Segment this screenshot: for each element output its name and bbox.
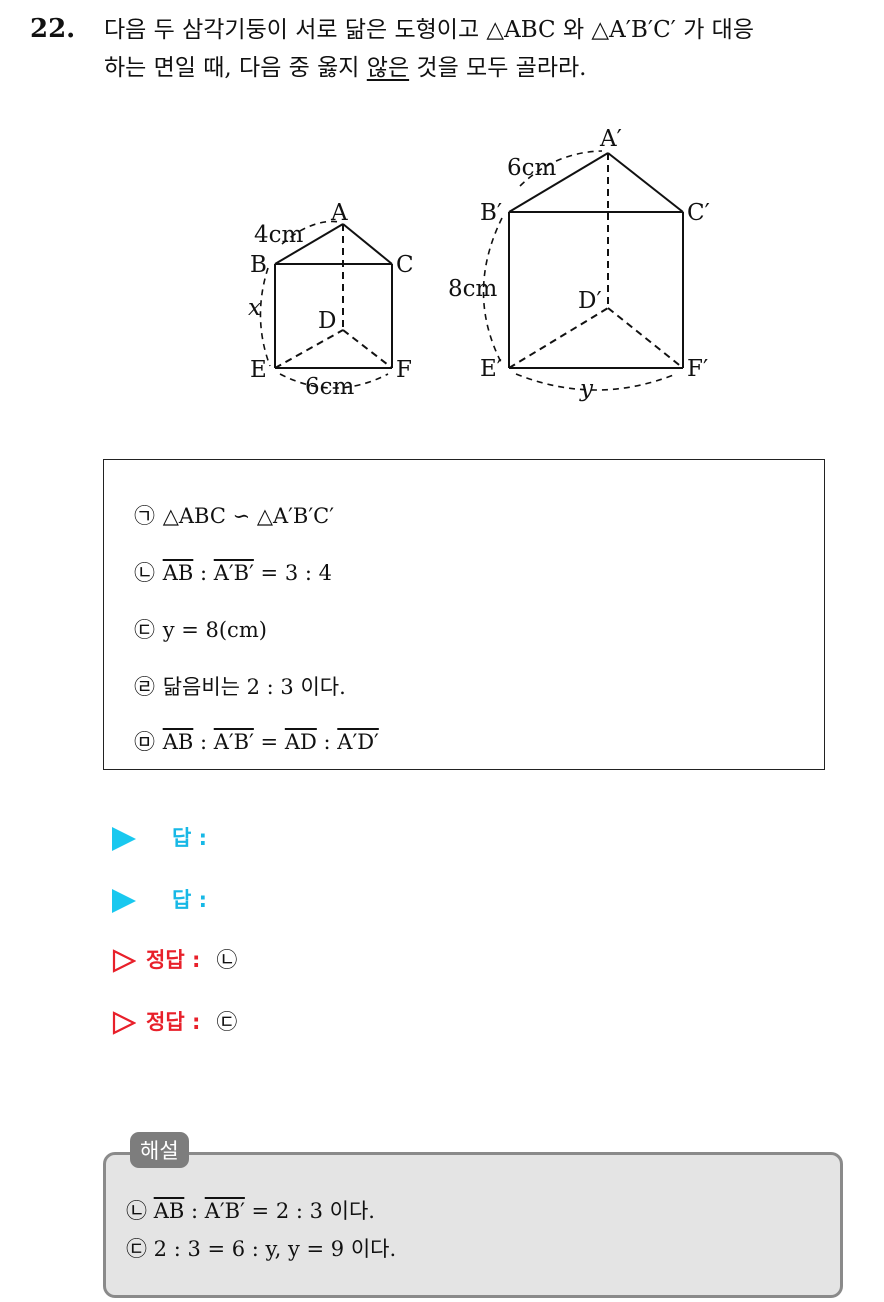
choice-text: = 3 : 4 [253, 561, 332, 585]
correct-answer-row-1: 정답 : ㉡ [112, 944, 237, 974]
outline-triangle-icon [112, 949, 136, 973]
choice-marker: ㉢ [134, 618, 155, 642]
correct-answer-label: 정답 : [146, 948, 201, 972]
vertex-label-c: C [396, 252, 414, 278]
question-text-part: 것을 모두 골라라. [409, 55, 587, 81]
correct-answer-value: ㉢ [216, 1010, 238, 1034]
segment-ab: AB [162, 561, 194, 585]
explanation-tag: 해설 [130, 1132, 189, 1168]
ratio-separator: : [184, 1199, 205, 1223]
explanation-text: = 2 : 3 이다. [244, 1199, 375, 1223]
vertex-label-d: D [318, 308, 336, 334]
explanation-marker: ㉡ [126, 1199, 147, 1223]
equals-sign: = [253, 730, 285, 754]
choice-text: y = 8(cm) [162, 618, 267, 642]
outline-triangle-icon [112, 1011, 136, 1035]
play-triangle-icon [112, 827, 136, 851]
vertex-label-e-prime: E′ [480, 356, 502, 382]
vertex-label-a: A [330, 200, 348, 226]
question-text-part: 하는 면일 때, 다음 중 옳지 [104, 55, 367, 81]
choice-3[interactable]: ㉢ y = 8(cm) [134, 614, 267, 644]
question-number: 22. [30, 14, 76, 44]
vertex-label-d-prime: D′ [578, 288, 602, 314]
ratio-separator: : [193, 561, 214, 585]
choice-text: 닮음비는 2 : 3 이다. [162, 675, 346, 699]
small-height-label: x [248, 295, 261, 321]
vertex-label-f: F [396, 357, 412, 383]
explanation-line-2: ㉢ 2 : 3 = 6 : y, y = 9 이다. [126, 1237, 397, 1261]
correct-answer-value: ㉡ [216, 948, 238, 972]
choice-text: △ABC ∽ △A′B′C′ [162, 504, 334, 528]
ratio-separator: : [193, 730, 214, 754]
answer-row-2[interactable]: 답 : [112, 884, 207, 914]
vertex-label-b: B [250, 252, 267, 278]
answer-label: 답 : [172, 888, 208, 912]
choice-marker: ㉡ [134, 561, 155, 585]
ratio-separator: : [316, 730, 338, 754]
small-prism [259, 220, 393, 389]
play-triangle-icon [112, 889, 136, 913]
vertex-label-f-prime: F′ [687, 356, 708, 382]
vertex-label-c-prime: C′ [687, 200, 710, 226]
large-edge-label-ab: 6cm [507, 155, 557, 181]
answer-label: 답 : [172, 826, 208, 850]
large-edge-label-ef: y [579, 376, 594, 402]
choice-marker: ㉠ [134, 504, 155, 528]
vertex-label-e: E [250, 357, 267, 383]
segment-ab: AB [162, 730, 194, 754]
segment-a-b-prime: A′B′ [213, 730, 254, 754]
choice-4[interactable]: ㉣ 닮음비는 2 : 3 이다. [134, 671, 346, 701]
small-edge-label-ab: 4cm [254, 222, 304, 248]
vertex-label-b-prime: B′ [480, 200, 502, 226]
choice-5[interactable]: ㉤ AB : A′B′ = AD : A′D′ [134, 726, 379, 756]
vertex-label-a-prime: A′ [599, 126, 622, 152]
segment-a-d-prime: A′D′ [337, 730, 379, 754]
underlined-word: 않은 [366, 55, 410, 81]
choice-marker: ㉣ [134, 675, 155, 699]
prism-figure: A B C D E F 4cm x 6cm A′ B′ C′ D′ E′ F′ … [248, 126, 710, 402]
explanation-box: ㉡ AB : A′B′ = 2 : 3 이다. ㉢ 2 : 3 = 6 : y,… [103, 1152, 843, 1298]
answer-row-1[interactable]: 답 : [112, 822, 207, 852]
segment-a-b-prime: A′B′ [213, 561, 254, 585]
choice-marker: ㉤ [134, 730, 155, 754]
correct-answer-label: 정답 : [146, 1010, 201, 1034]
choice-2[interactable]: ㉡ AB : A′B′ = 3 : 4 [134, 557, 332, 587]
segment-ad: AD [284, 730, 317, 754]
explanation-line-1: ㉡ AB : A′B′ = 2 : 3 이다. [126, 1195, 375, 1225]
large-prism [482, 150, 684, 391]
correct-answer-row-2: 정답 : ㉢ [112, 1006, 237, 1036]
segment-ab: AB [153, 1199, 185, 1223]
segment-a-b-prime: A′B′ [204, 1199, 245, 1223]
question-text-line1: 다음 두 삼각기둥이 서로 닮은 도형이고 △ABC 와 △A′B′C′ 가 대… [104, 17, 754, 43]
choices-box: ㉠ △ABC ∽ △A′B′C′ ㉡ AB : A′B′ = 3 : 4 ㉢ y… [103, 459, 825, 770]
choice-1[interactable]: ㉠ △ABC ∽ △A′B′C′ [134, 500, 334, 530]
question-text-line2: 하는 면일 때, 다음 중 옳지 않은 것을 모두 골라라. [104, 52, 586, 84]
large-height-label: 8cm [448, 276, 498, 302]
small-edge-label-ef: 6cm [305, 374, 355, 400]
